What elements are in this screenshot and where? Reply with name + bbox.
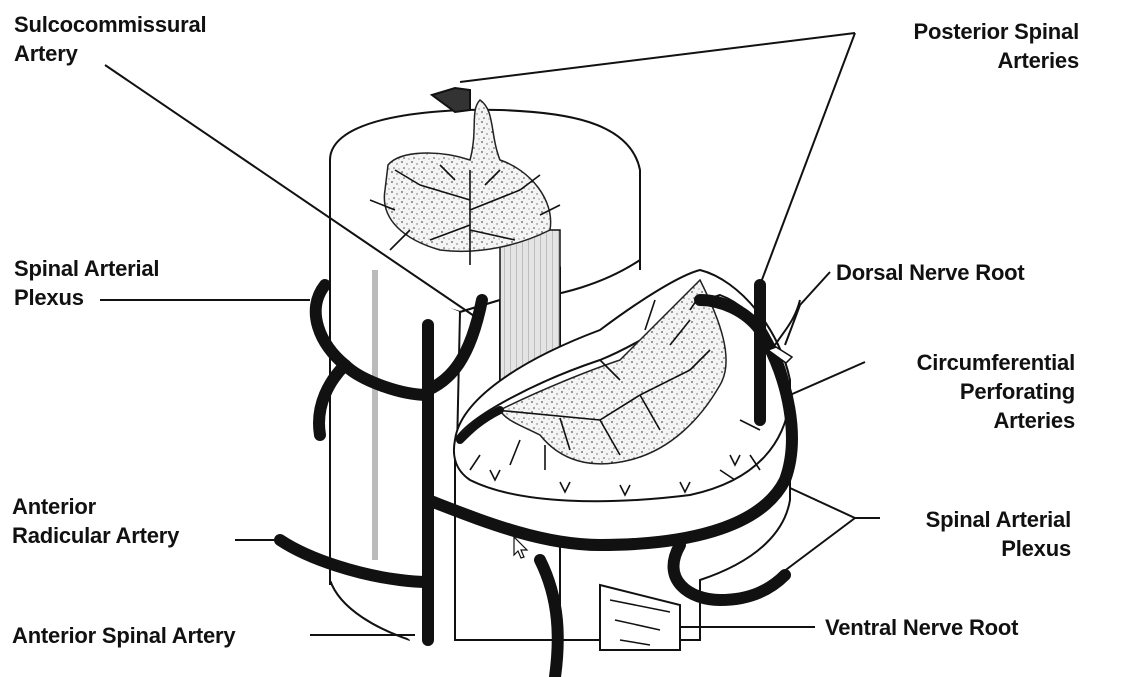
dorsal-nerve-root — [774, 299, 801, 346]
label-sulcocommissural-artery: Sulcocommissural Artery — [14, 12, 207, 66]
label-circumferential-perforating-arteries: Circumferential Perforating Arteries — [916, 350, 1076, 433]
label-posterior-spinal-arteries: Posterior Spinal Arteries — [913, 19, 1079, 73]
label-anterior-radicular-artery: Anterior Radicular Artery — [12, 494, 180, 548]
arteries — [274, 279, 798, 677]
label-spinal-arterial-plexus-left: Spinal Arterial Plexus — [14, 256, 160, 310]
label-dorsal-nerve-root: Dorsal Nerve Root — [836, 260, 1025, 285]
lower-cord-segment — [452, 268, 792, 677]
label-ventral-nerve-root: Ventral Nerve Root — [825, 615, 1019, 640]
label-anterior-spinal-artery: Anterior Spinal Artery — [12, 623, 236, 648]
leader-lines — [100, 32, 880, 636]
mouse-cursor-icon — [513, 535, 529, 559]
label-spinal-arterial-plexus-right: Spinal Arterial Plexus — [925, 507, 1072, 561]
